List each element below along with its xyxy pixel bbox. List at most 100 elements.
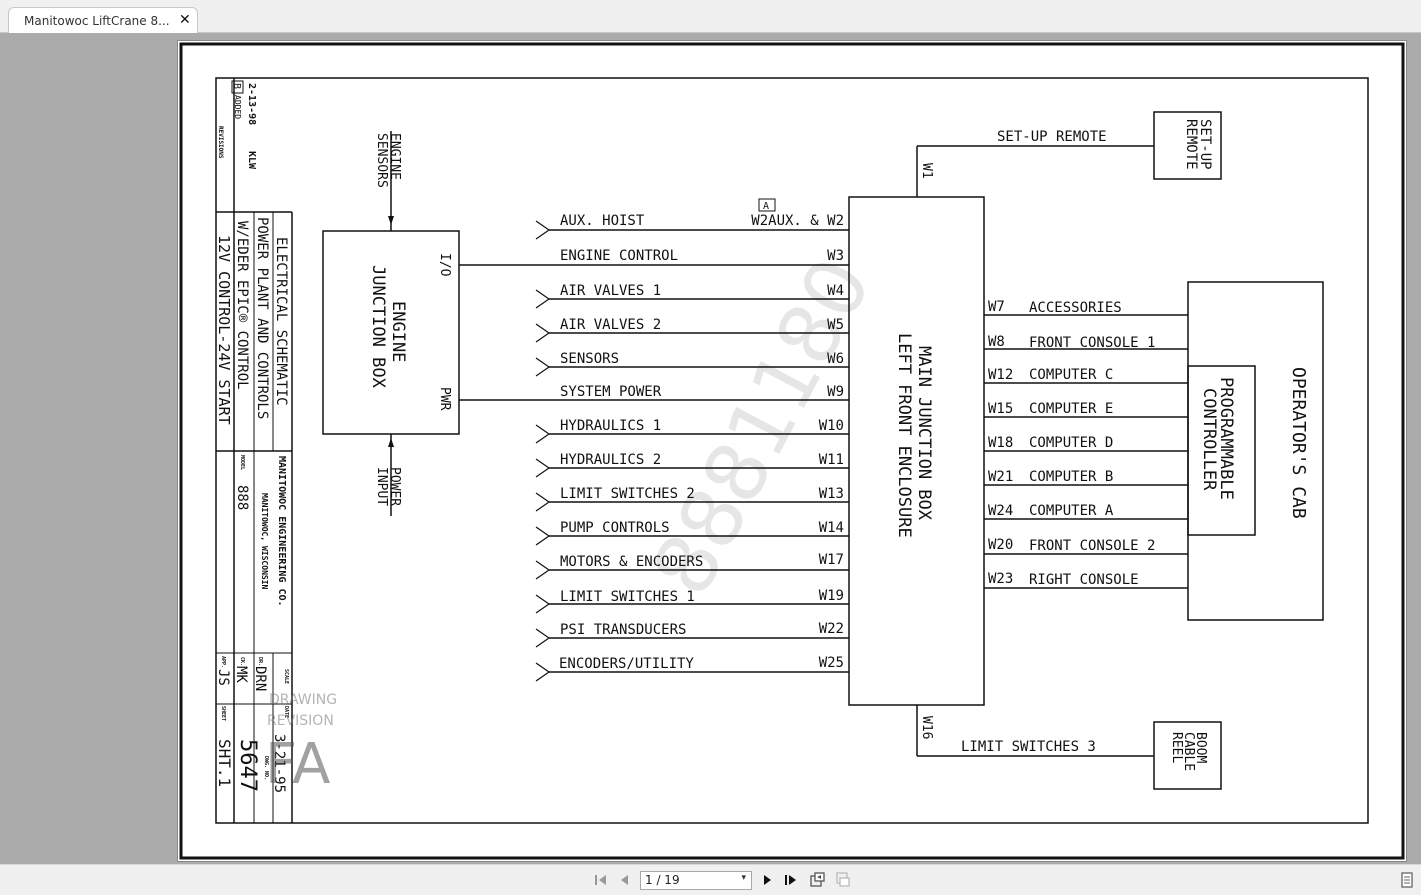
svg-text:SET-UP: SET-UP (1197, 119, 1213, 170)
document-properties-icon[interactable] (1398, 871, 1416, 889)
svg-text:W10: W10 (819, 418, 844, 434)
svg-text:W11: W11 (819, 452, 844, 468)
svg-text:OPERATOR'S CAB: OPERATOR'S CAB (1288, 367, 1309, 519)
company-name: MANITOWOC ENGINEERING CO. (276, 456, 287, 607)
svg-text:REMOTE: REMOTE (1183, 119, 1199, 170)
dr-label: DR. (257, 657, 263, 666)
svg-text:CABLE: CABLE (1181, 732, 1196, 771)
dwg-number: 5647 (235, 739, 260, 792)
revision-desc: ADDED (233, 95, 242, 119)
harness-row: SYSTEM POWER W9 (459, 384, 849, 401)
svg-text:W1: W1 (919, 163, 934, 179)
schematic-drawing: B 2-13-98 KLW ADDED REVISIONS ELECTRICAL… (179, 42, 1405, 860)
svg-text:PSI TRANSDUCERS: PSI TRANSDUCERS (560, 622, 686, 638)
date-label: DATE (283, 706, 289, 718)
sheet-label: SHEET (220, 706, 226, 721)
harness-row: LIMIT SWITCHES 2 W13 (535, 486, 849, 512)
document-viewer[interactable]: B 2-13-98 KLW ADDED REVISIONS ELECTRICAL… (0, 33, 1421, 862)
svg-text:W17: W17 (819, 552, 844, 568)
company-location: MANITOWOC, WISCONSIN (260, 493, 269, 590)
main-junction-box: MAIN JUNCTION BOX LEFT FRONT ENCLOSURE (848, 196, 985, 706)
svg-text:W13: W13 (819, 486, 844, 502)
svg-text:W23: W23 (988, 571, 1013, 587)
svg-text:PWR: PWR (437, 387, 452, 411)
svg-text:W5: W5 (827, 317, 844, 333)
revision-marker-box (758, 198, 776, 212)
svg-text:MAIN JUNCTION BOX: MAIN JUNCTION BOX (914, 346, 934, 521)
page-number-dropdown[interactable]: 1 / 19 ▾ (640, 871, 752, 890)
svg-text:FRONT CONSOLE 1: FRONT CONSOLE 1 (1029, 335, 1155, 351)
title-line-2: POWER PLANT AND CONTROLS (254, 217, 270, 419)
revision-date: 2-13-98 (246, 83, 257, 125)
svg-text:W22: W22 (819, 621, 844, 637)
svg-text:INPUT: INPUT (374, 467, 389, 506)
svg-text:HYDRAULICS 2: HYDRAULICS 2 (560, 452, 661, 468)
scale-label: SCALE (283, 669, 289, 684)
svg-text:COMPUTER A: COMPUTER A (1029, 503, 1114, 519)
checked-by: MK (233, 666, 249, 683)
svg-text:REEL: REEL (1169, 732, 1184, 763)
svg-text:ENCODERS/UTILITY: ENCODERS/UTILITY (559, 656, 694, 672)
svg-text:JUNCTION BOX: JUNCTION BOX (368, 265, 388, 389)
document-tab[interactable]: Manitowoc LiftCrane 8... ✕ (8, 7, 198, 33)
date-value: 3-21-95 (271, 734, 287, 793)
svg-text:RIGHT CONSOLE: RIGHT CONSOLE (1029, 572, 1139, 588)
svg-text:W6: W6 (827, 351, 844, 367)
engine-junction-box: ENGINE JUNCTION BOX I/O PWR ENGINE SENSO… (322, 131, 460, 516)
harness-row: PSI TRANSDUCERS W22 (535, 621, 849, 648)
left-harness-list: AUX. HOIST W2AUX. & W2 ENGINE CONTROL W3… (459, 213, 849, 682)
dwg-label: DWG. NO. (263, 756, 269, 780)
title-line-1: ELECTRICAL SCHEMATIC (273, 237, 289, 406)
tab-bar: Manitowoc LiftCrane 8... ✕ (0, 0, 1421, 33)
svg-text:W12: W12 (988, 367, 1013, 383)
svg-text:ENGINE: ENGINE (388, 301, 408, 362)
revision-stamp: DRAWING REVISION FA (265, 692, 337, 797)
ck-label: CK. (239, 657, 245, 666)
model-label: MODEL (239, 455, 245, 470)
harness-row: AUX. HOIST W2AUX. & W2 (535, 213, 849, 240)
approved-by: JS (215, 669, 231, 686)
harness-row: HYDRAULICS 1 W10 (535, 418, 849, 444)
svg-text:LIMIT SWITCHES 2: LIMIT SWITCHES 2 (560, 486, 695, 502)
svg-text:FRONT CONSOLE 2: FRONT CONSOLE 2 (1029, 538, 1155, 554)
svg-text:ENGINE CONTROL: ENGINE CONTROL (560, 248, 678, 264)
next-page-icon[interactable] (759, 871, 777, 889)
svg-text:SENSORS: SENSORS (560, 351, 619, 367)
previous-page-icon[interactable] (616, 871, 634, 889)
svg-text:MOTORS & ENCODERS: MOTORS & ENCODERS (560, 554, 703, 570)
svg-text:AIR VALVES 1: AIR VALVES 1 (560, 283, 661, 299)
title-line-4: 12V CONTROL-24V START (215, 235, 233, 425)
last-page-icon[interactable] (782, 871, 800, 889)
programmable-controller: PROGRAMMABLE CONTROLLER (1187, 365, 1256, 536)
harness-row: PUMP CONTROLS W14 (535, 520, 849, 546)
svg-text:SYSTEM POWER: SYSTEM POWER (560, 384, 662, 400)
svg-text:HYDRAULICS 1: HYDRAULICS 1 (560, 418, 661, 434)
harness-row: W20 FRONT CONSOLE 2 (984, 537, 1188, 555)
drawn-by: DRN (252, 666, 268, 691)
next-view-icon[interactable] (834, 871, 852, 889)
chevron-down-icon: ▾ (741, 873, 746, 883)
svg-text:W25: W25 (819, 655, 844, 671)
previous-view-icon[interactable] (808, 871, 826, 889)
svg-text:W3: W3 (827, 248, 844, 264)
svg-text:LIMIT SWITCHES 3: LIMIT SWITCHES 3 (961, 739, 1096, 755)
svg-text:I/O: I/O (437, 253, 452, 277)
first-page-icon[interactable] (592, 871, 610, 889)
revisions-header: REVISIONS (217, 126, 224, 159)
svg-text:BOOM: BOOM (1193, 732, 1208, 763)
harness-row: LIMIT SWITCHES 1 W19 (535, 588, 849, 614)
svg-text:POWER: POWER (387, 467, 402, 506)
svg-text:W14: W14 (819, 520, 844, 536)
title-line-3: W/EDER EPIC® CONTROL (234, 221, 250, 390)
svg-text:W19: W19 (819, 588, 844, 604)
svg-text:PROGRAMMABLE: PROGRAMMABLE (1216, 377, 1236, 500)
close-icon[interactable]: ✕ (179, 12, 191, 28)
svg-text:W20: W20 (988, 537, 1013, 553)
